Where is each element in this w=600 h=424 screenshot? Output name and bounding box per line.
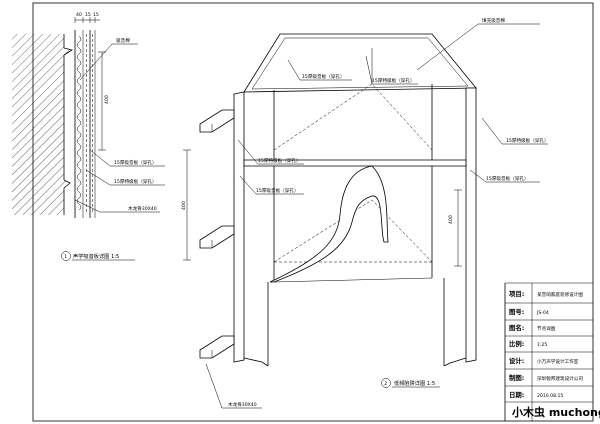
trap-top-board [243, 33, 477, 93]
dim-400-left: 400 [104, 95, 110, 104]
tb-value-scale: 1:25 [537, 342, 547, 348]
detail-1-number-circle [61, 251, 71, 261]
tb-value-project: 某音响家庭装修设计图 [537, 291, 583, 298]
detail-2-number: 2 [384, 381, 387, 387]
absorb-cotton-wave [76, 35, 82, 211]
label-wood-keel-2: 木龙骨30X40 [228, 401, 257, 408]
tb-key-date: 日期: [509, 390, 524, 399]
label-fill-cotton: 填充吸音棉 [482, 17, 505, 24]
label-special-right: 15厚特级板（穿孔） [506, 137, 549, 144]
label-absorb-cotton: 吸音棉 [116, 37, 130, 44]
detail-1-title: 声学吸音板详图 1:5 [73, 252, 119, 260]
label-board-mid-left: 15厚吸音板（穿孔） [256, 187, 299, 194]
keel-upper [199, 109, 235, 133]
keel-middle [199, 225, 235, 249]
title-block: 项目: 某音响家庭装修设计图 图号: JS-04 图名: 节点详图 比例: 1:… [504, 282, 600, 421]
detail-2-number-circle [381, 378, 391, 388]
label-perforated-board: 15厚吸音板（穿孔） [114, 159, 157, 166]
detail-2-title: 低频陷阱详图 1:5 [394, 379, 435, 387]
dim-40: 40 [76, 12, 82, 18]
label-special-mid-left: 15厚特级板（穿孔） [258, 157, 301, 164]
detail-1-section: 40 15 15 400 吸音棉 15厚吸音板（穿孔） 15厚特级板（穿孔） 木… [12, 12, 165, 261]
tb-value-drawing-name: 节点详图 [537, 325, 556, 332]
keel-lower [199, 335, 235, 359]
tb-key-drawing-no: 图号: [509, 307, 524, 316]
label-wood-keel-1: 木龙骨30X40 [128, 205, 157, 212]
tb-key-drawing-name: 图名: [509, 323, 524, 332]
label-special-top: 15厚特级板（穿孔） [372, 77, 415, 84]
tb-value-design: 小万声学设计工作室 [537, 358, 579, 365]
detail-2-trap: 400 400 填充吸音棉 15厚吸音板（穿孔） 15厚特级板（穿孔） 15厚特… [181, 17, 549, 409]
label-special-board: 15厚特级板（穿孔） [114, 178, 157, 185]
label-board-top: 15厚吸音板（穿孔） [302, 73, 345, 80]
wall-hatch [12, 34, 72, 215]
dim-400-trap-left: 400 [181, 201, 187, 210]
dim-400-trap-right: 400 [448, 215, 454, 224]
trap-middle-shelf [243, 159, 467, 167]
tb-value-date: 2010.08.15 [537, 393, 563, 399]
tb-key-scale: 比例: [509, 339, 524, 348]
trap-right-panel [465, 87, 477, 363]
detail-1-number: 1 [64, 254, 67, 260]
tb-value-drawing-no: JS-04 [536, 310, 549, 316]
watermark: 小木虫 muchong.com [511, 405, 600, 419]
cutaway-curve [269, 165, 389, 283]
tb-value-drafted: 深圳锐邦建筑设计公司 [537, 375, 583, 382]
trap-left-panel [233, 91, 245, 363]
tb-key-drafted: 制图: [509, 373, 524, 382]
tb-key-project: 项目: [509, 289, 524, 298]
label-board-right: 15厚吸音板（穿孔） [486, 175, 529, 182]
dim-15b: 15 [93, 12, 99, 18]
dim-15a: 15 [85, 12, 91, 18]
tb-key-design: 设计: [509, 356, 524, 365]
